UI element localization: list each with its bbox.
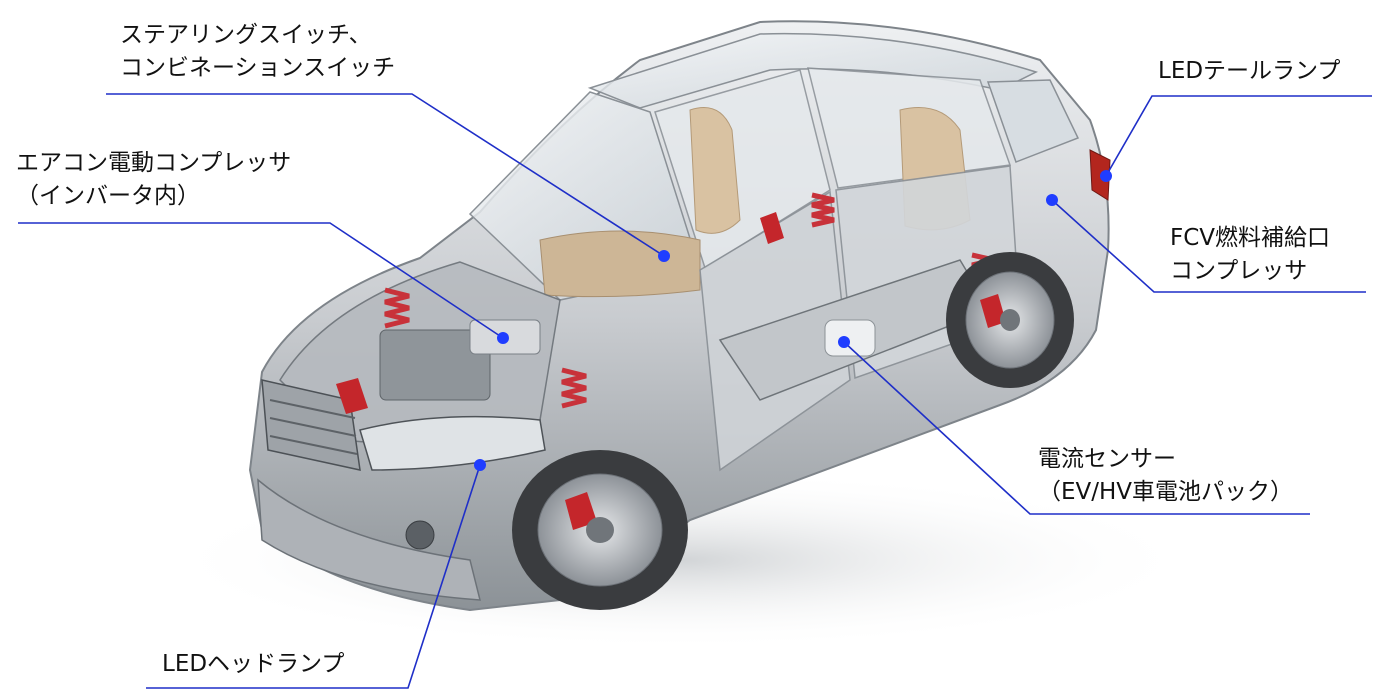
grille-bars	[269, 399, 358, 455]
dot-tail	[1100, 170, 1112, 182]
headlamp	[359, 415, 546, 471]
dashboard	[539, 230, 701, 298]
fog-lamp	[405, 520, 435, 550]
current-sensor-part	[824, 319, 876, 357]
tail-lamp	[1089, 149, 1111, 201]
label-fcv-line2: コンプレッサ	[1170, 258, 1308, 284]
label-aircon-line1: エアコン電動コンプレッサ	[16, 150, 292, 176]
rear-wheel	[946, 252, 1074, 388]
leader-current	[843, 341, 1310, 515]
label-fcv-line1: FCV燃料補給口	[1170, 225, 1331, 251]
label-tail-line1: LEDテールランプ	[1158, 58, 1341, 84]
label-aircon-line2: （インバータ内）	[16, 183, 200, 209]
engine-block	[379, 329, 491, 401]
dot-head	[474, 459, 486, 471]
label-led-tail-lamp: LEDテールランプ	[1158, 55, 1340, 88]
dot-aircon	[497, 332, 509, 344]
dot-current	[838, 336, 850, 348]
rear-left-spring	[811, 192, 835, 228]
label-fcv-compressor: FCV燃料補給口 コンプレッサ	[1170, 222, 1330, 288]
label-current-sensor: 電流センサー （EV/HV車電池パック）	[1038, 443, 1293, 509]
leader-head	[146, 464, 481, 689]
label-steering-switch: ステアリングスイッチ、 コンビネーションスイッチ	[120, 19, 395, 85]
label-led-head-lamp: LEDヘッドランプ	[162, 648, 344, 681]
front-left-brake	[336, 378, 368, 414]
front-wheel	[512, 450, 688, 610]
rear-left-brake	[760, 212, 784, 244]
label-head-line1: LEDヘッドランプ	[162, 651, 345, 677]
rear-window	[986, 79, 1080, 163]
front-seat	[689, 107, 741, 234]
leader-steering	[106, 93, 665, 257]
label-steering-line1: ステアリングスイッチ、	[120, 22, 372, 48]
leader-fcv	[1051, 199, 1366, 293]
leader-lines	[18, 93, 1372, 689]
dot-fcv	[1046, 194, 1058, 206]
label-aircon-compressor: エアコン電動コンプレッサ （インバータ内）	[16, 147, 291, 213]
label-current-line2: （EV/HV車電池パック）	[1038, 479, 1294, 505]
callout-dots	[474, 170, 1112, 471]
front-right-spring	[561, 367, 587, 409]
label-current-line1: 電流センサー	[1038, 446, 1176, 472]
front-left-spring	[384, 287, 410, 329]
label-steering-line2: コンビネーションスイッチ	[120, 55, 396, 81]
dot-steering	[658, 250, 670, 262]
front-bumper	[257, 478, 481, 601]
leader-tail	[1105, 95, 1372, 177]
leader-aircon	[18, 222, 504, 339]
